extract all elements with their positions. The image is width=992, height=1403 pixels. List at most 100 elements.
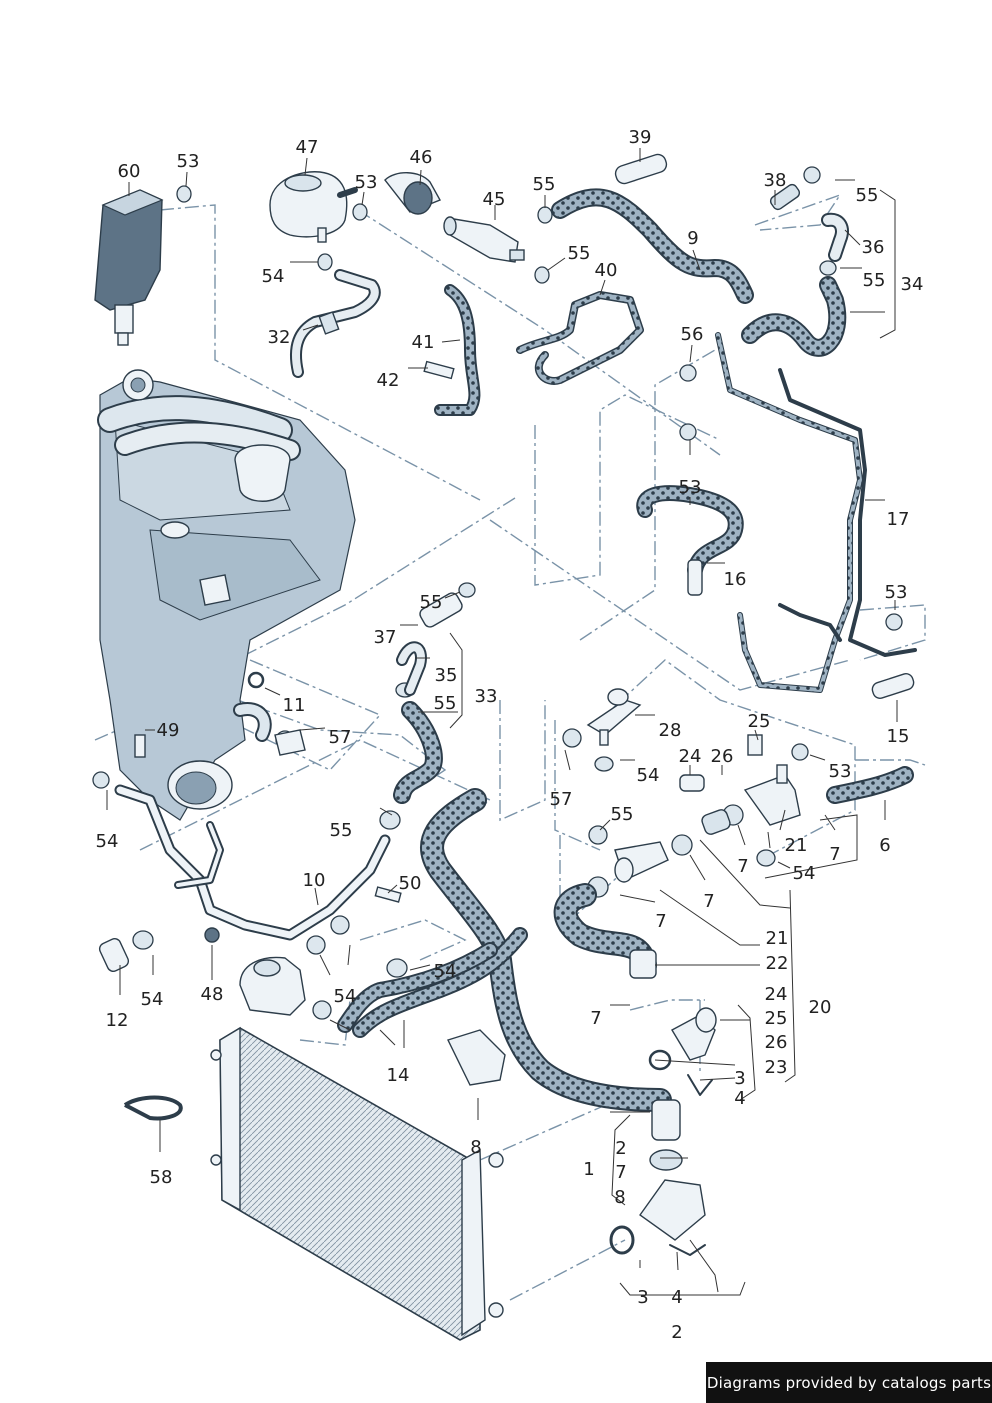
label-53: 53 — [355, 172, 378, 193]
part-10-coolant-pipe — [114, 784, 391, 941]
label-34: 34 — [901, 274, 924, 295]
part-14-tank — [239, 956, 306, 1016]
label-7: 7 — [737, 856, 748, 877]
label-48: 48 — [201, 984, 224, 1005]
label-60: 60 — [118, 161, 141, 182]
label-35: 35 — [435, 665, 458, 686]
label-6: 6 — [879, 835, 890, 856]
label-47: 47 — [296, 137, 319, 158]
label-11: 11 — [283, 695, 306, 716]
label-22: 22 — [766, 953, 789, 974]
leader-lines — [106, 148, 898, 1296]
label-55: 55 — [533, 174, 556, 195]
label-16: 16 — [724, 569, 747, 590]
part-58-cable-tie — [123, 1095, 183, 1121]
label-7: 7 — [615, 1162, 626, 1183]
part-46-bracket — [384, 172, 441, 215]
label-1: 1 — [583, 1159, 594, 1180]
part-15-sleeve — [871, 673, 915, 699]
label-54: 54 — [793, 863, 816, 884]
label-3: 3 — [637, 1287, 648, 1308]
label-3: 3 — [734, 1068, 745, 1089]
label-25: 25 — [765, 1008, 788, 1029]
label-50: 50 — [399, 873, 422, 894]
label-26: 26 — [711, 746, 734, 767]
part-23-elbow — [648, 1007, 717, 1096]
label-55: 55 — [863, 270, 886, 291]
label-7: 7 — [655, 911, 666, 932]
label-46: 46 — [410, 147, 433, 168]
label-57: 57 — [329, 727, 352, 748]
label-17: 17 — [887, 509, 910, 530]
label-54: 54 — [96, 831, 119, 852]
label-32: 32 — [268, 327, 291, 348]
label-2: 2 — [671, 1322, 682, 1343]
label-53: 53 — [829, 761, 852, 782]
hose-clamps — [92, 166, 903, 1020]
label-55: 55 — [420, 592, 443, 613]
label-24: 24 — [765, 984, 788, 1005]
label-14: 14 — [387, 1065, 410, 1086]
label-55: 55 — [434, 693, 457, 714]
coolant-hoses — [337, 188, 917, 1112]
label-9: 9 — [687, 228, 698, 249]
label-54: 54 — [262, 266, 285, 287]
label-53: 53 — [885, 582, 908, 603]
label-45: 45 — [483, 189, 506, 210]
label-55: 55 — [568, 243, 591, 264]
part-47-reservoir — [269, 171, 358, 243]
part-45-water-pump — [443, 216, 525, 263]
label-7: 7 — [703, 891, 714, 912]
label-55: 55 — [330, 820, 353, 841]
label-24: 24 — [679, 746, 702, 767]
label-15: 15 — [887, 726, 910, 747]
label-36: 36 — [862, 237, 885, 258]
part-22-fitting — [614, 841, 669, 979]
label-39: 39 — [629, 127, 652, 148]
label-55: 55 — [856, 185, 879, 206]
label-21: 21 — [766, 928, 789, 949]
label-55: 55 — [611, 804, 634, 825]
label-54: 54 — [334, 986, 357, 1007]
label-10: 10 — [303, 870, 326, 891]
callout-labels: 60 53 47 53 46 45 55 39 38 55 36 55 34 5… — [96, 127, 924, 1343]
label-7: 7 — [829, 844, 840, 865]
part-28-t-piece — [586, 688, 642, 746]
label-21: 21 — [785, 835, 808, 856]
label-2: 2 — [615, 1138, 626, 1159]
label-33: 33 — [475, 686, 498, 707]
part-8-bracket — [447, 1029, 506, 1086]
label-54: 54 — [637, 765, 660, 786]
label-40: 40 — [595, 260, 618, 281]
part-57-bracket — [274, 729, 306, 756]
label-54: 54 — [434, 961, 457, 982]
label-53: 53 — [177, 151, 200, 172]
label-37: 37 — [374, 627, 397, 648]
label-7: 7 — [590, 1008, 601, 1029]
label-4: 4 — [734, 1088, 745, 1109]
part-1-connector — [609, 1099, 706, 1256]
label-8: 8 — [470, 1137, 481, 1158]
engine-block — [97, 369, 356, 821]
label-53: 53 — [679, 477, 702, 498]
label-41: 41 — [412, 332, 435, 353]
label-38: 38 — [764, 170, 787, 191]
label-54: 54 — [141, 989, 164, 1010]
label-4: 4 — [671, 1287, 682, 1308]
part-21-fitting — [743, 764, 801, 826]
part-60-expansion-tank — [94, 189, 164, 346]
label-49: 49 — [157, 720, 180, 741]
label-26: 26 — [765, 1032, 788, 1053]
footer-credit: Diagrams provided by catalogs parts — [706, 1362, 992, 1403]
label-28: 28 — [659, 720, 682, 741]
label-57: 57 — [550, 789, 573, 810]
label-23: 23 — [765, 1057, 788, 1078]
label-12: 12 — [106, 1010, 129, 1031]
radiator — [210, 1026, 504, 1341]
label-42: 42 — [377, 370, 400, 391]
label-25: 25 — [748, 711, 771, 732]
label-20: 20 — [809, 997, 832, 1018]
part-39-sleeve — [614, 153, 668, 185]
label-56: 56 — [681, 324, 704, 345]
